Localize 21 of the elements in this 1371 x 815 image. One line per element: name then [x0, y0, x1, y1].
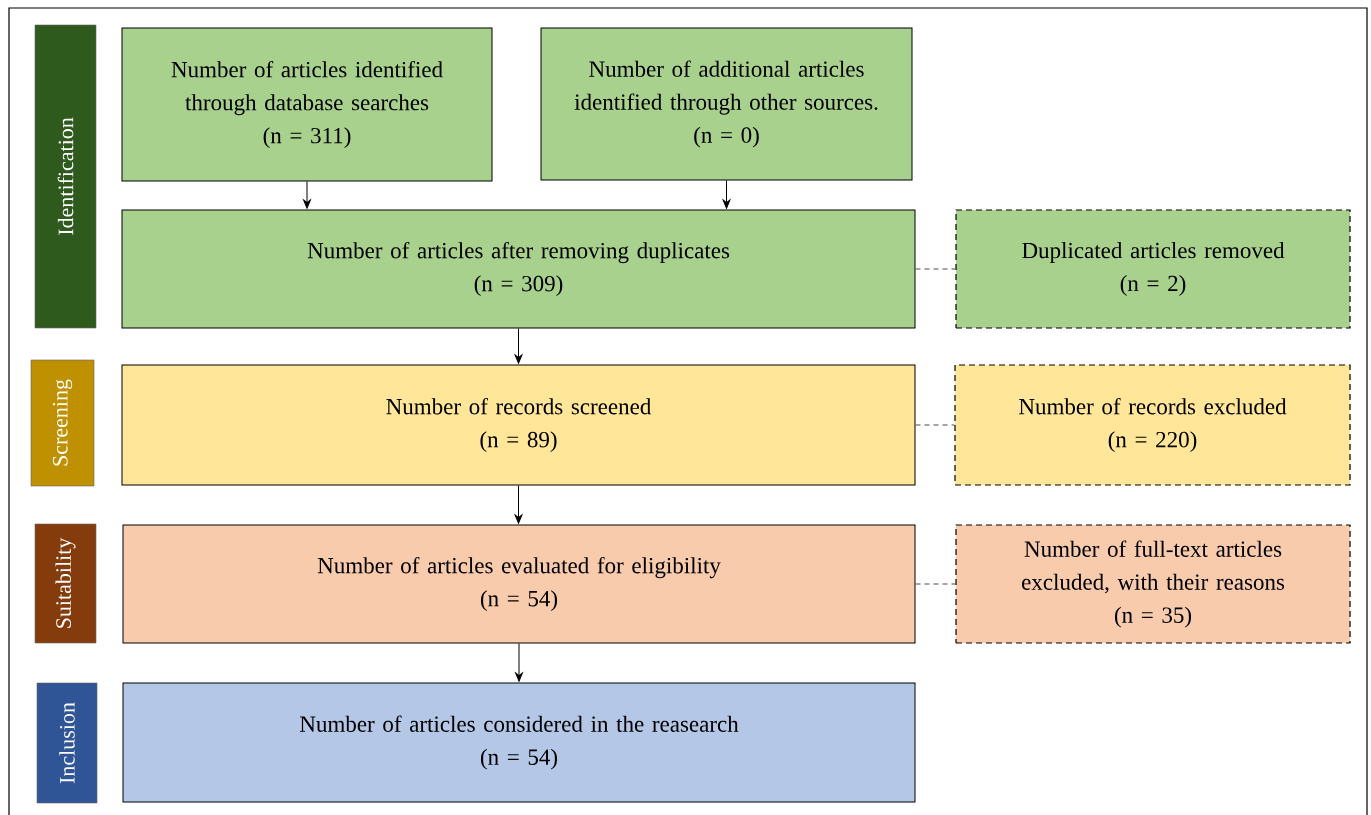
arrow: [515, 643, 523, 682]
connector-line: [915, 424, 955, 426]
connector-line: [915, 268, 956, 270]
process-box: Number of articles after removing duplicates (n = 309): [121, 209, 916, 329]
process-box: Number of records screened (n = 89): [121, 364, 916, 486]
phase-label: Identification: [34, 24, 97, 329]
process-box: Number of articles considered in the reasearch (n = 54): [122, 682, 916, 803]
process-box: Number of articles evaluated for eligibility (n = 54): [122, 524, 916, 644]
connector-line: [915, 583, 956, 585]
exclusion-box: Number of full-text articles excluded, with their reasons (n = 35): [955, 524, 1351, 644]
arrow: [514, 485, 523, 524]
exclusion-box: Number of records excluded (n = 220): [954, 364, 1351, 486]
arrow: [303, 181, 311, 209]
phase-label: Inclusion: [36, 682, 98, 804]
phase-label: Screening: [30, 359, 95, 487]
phase-label: Suitability: [34, 523, 97, 644]
process-box: Number of additional articles identified through other sources. (n = 0): [540, 27, 913, 181]
arrow: [514, 328, 523, 364]
process-box: Number of articles identified through database searches (n = 311): [121, 27, 493, 182]
exclusion-box: Duplicated articles removed (n = 2): [955, 209, 1351, 329]
arrow: [722, 180, 731, 209]
